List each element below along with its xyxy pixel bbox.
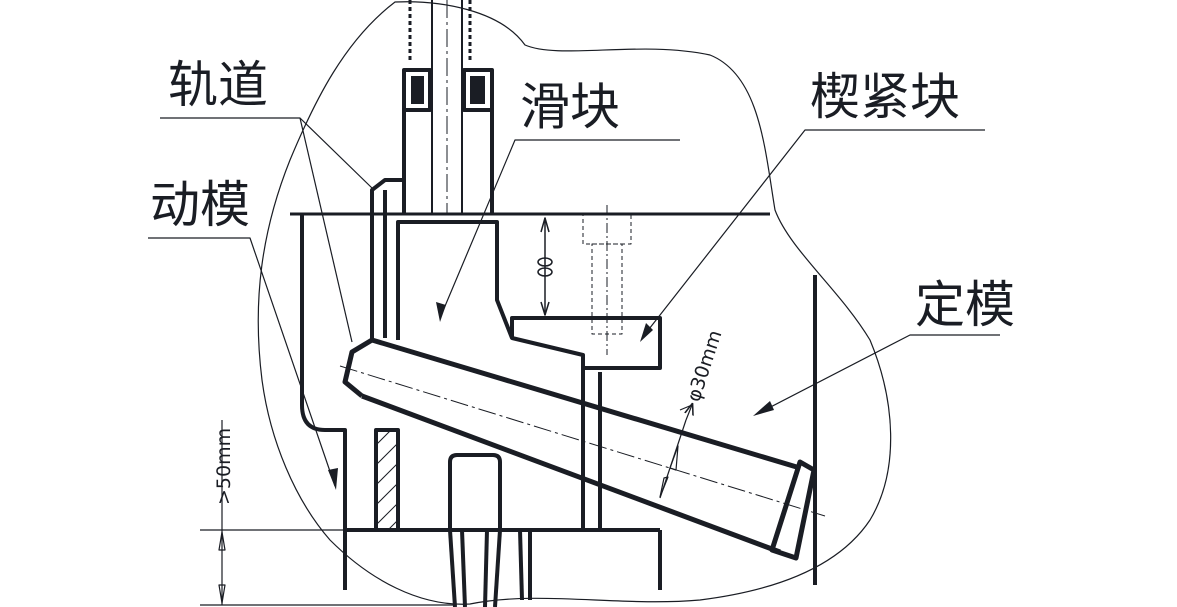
ejector-pin-edge	[460, 529, 467, 607]
wedge-block	[510, 316, 662, 370]
height-dimension	[200, 420, 455, 606]
leader-rail-secondary	[299, 117, 353, 343]
leader-moving-mold	[148, 237, 336, 487]
moving-mold	[300, 214, 347, 530]
bolt	[582, 205, 632, 355]
base-slot-left	[518, 529, 524, 601]
label-rail: 轨道	[168, 56, 268, 114]
pin-bottom-edge	[361, 393, 781, 555]
hatched-block	[374, 428, 400, 532]
label-slider: 滑块	[520, 78, 620, 136]
arrowhead	[753, 401, 774, 416]
section-boundary	[257, 1, 892, 605]
angle-pin	[342, 337, 817, 561]
guide-cap-right	[462, 68, 494, 112]
label-fixed-mold: 定模	[915, 276, 1015, 334]
ejector-pin	[448, 453, 502, 607]
ejector-pin-edge	[483, 529, 489, 607]
dimension-arrows	[659, 445, 679, 498]
guide-cap-left-fill	[411, 76, 424, 104]
arrowhead	[328, 468, 338, 490]
pin-center-line	[339, 365, 826, 517]
leader-fixed-mold	[756, 334, 1000, 415]
label-wedge-block: 楔紧块	[810, 68, 960, 126]
pin-top-edge	[371, 337, 801, 471]
ejector-pin-edge	[493, 529, 502, 607]
dimension-tick	[679, 404, 693, 421]
diameter-dimension	[659, 404, 693, 499]
guide-cap-left	[402, 68, 432, 112]
height-label: >50mm	[213, 428, 235, 505]
ejector-pin-head	[448, 453, 502, 530]
spring-arrows	[540, 217, 550, 316]
rail	[370, 178, 404, 340]
base-plate	[343, 528, 662, 601]
ejector-pin-edge	[448, 529, 457, 607]
guide-cap-right-fill	[470, 76, 485, 104]
label-moving-mold: 动模	[150, 176, 250, 234]
pin-chamfer-end	[342, 337, 374, 398]
pin-head	[769, 459, 817, 561]
spring-coil	[537, 257, 553, 267]
leader-arrows	[328, 302, 774, 490]
leader-wedge-block	[641, 129, 985, 339]
hatched-block-outline	[374, 428, 400, 532]
dimension-arrows	[218, 531, 226, 604]
arrowhead	[436, 302, 446, 322]
hatching	[375, 429, 399, 531]
leader-lines	[148, 117, 1000, 487]
slider	[396, 220, 585, 372]
leader-slider	[439, 139, 680, 319]
small-spring	[537, 217, 553, 316]
arrowhead	[640, 323, 653, 342]
pin-diameter-label: >φ30mm	[678, 327, 727, 419]
spring-coil	[537, 267, 553, 277]
